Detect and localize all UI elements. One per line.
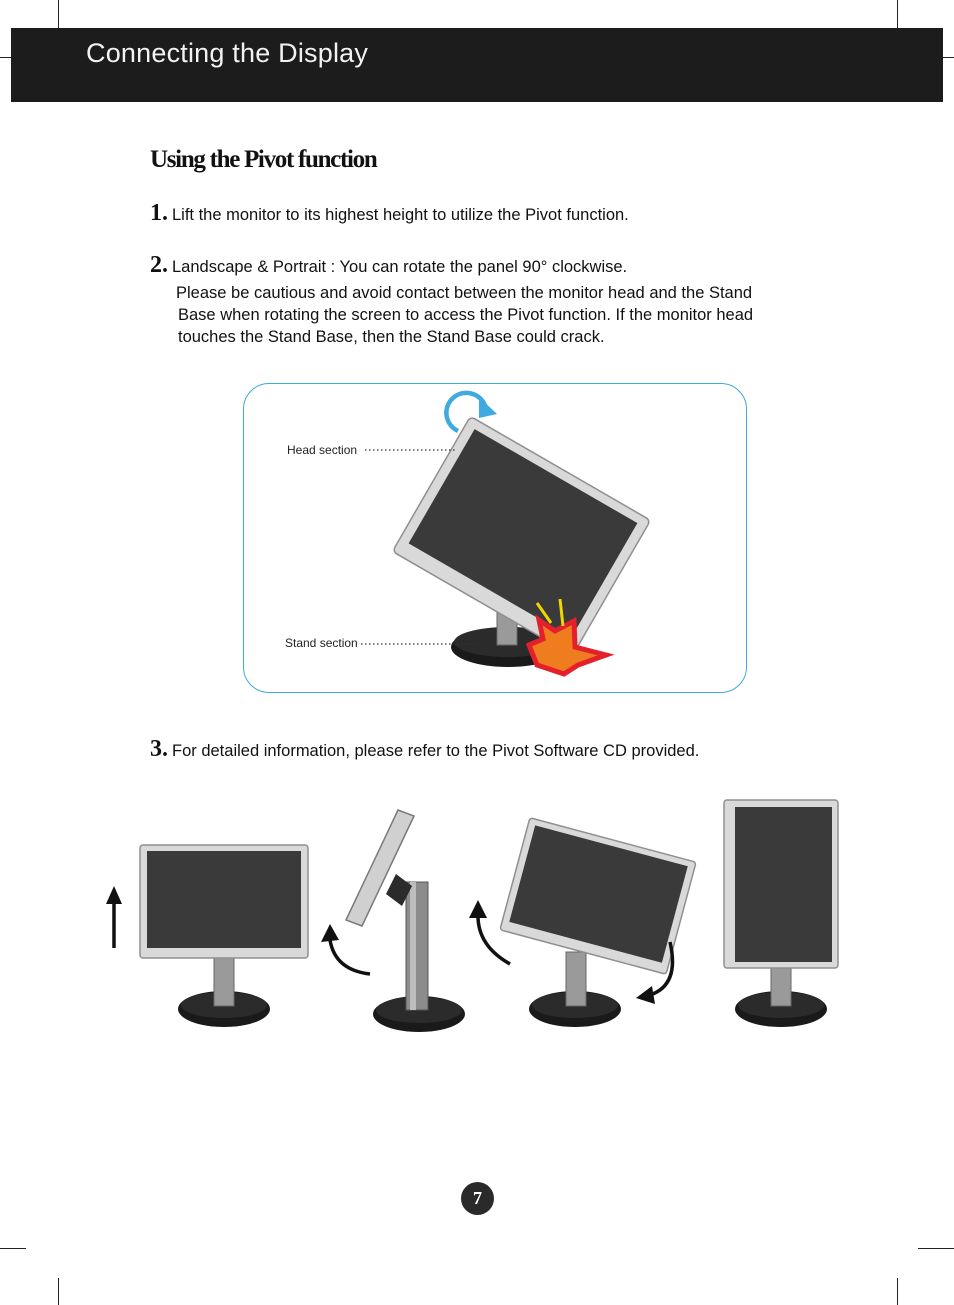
crop-mark	[897, 1278, 898, 1305]
caution-line: touches the Stand Base, then the Stand B…	[178, 328, 605, 346]
rotate-down-arrow-icon	[649, 941, 675, 997]
crop-mark	[943, 57, 954, 58]
caution-line: Base when rotating the screen to access …	[178, 306, 754, 324]
pivot-sequence-illustration	[106, 799, 839, 1032]
impact-mark	[558, 598, 565, 627]
section-title: Using the Pivot function	[150, 146, 378, 173]
step-number: 2.	[150, 252, 168, 278]
crop-mark	[58, 1278, 59, 1305]
header-bar	[11, 28, 943, 102]
page-header-title: Connecting the Display	[86, 38, 369, 68]
step-text: Landscape & Portrait : You can rotate th…	[172, 258, 628, 276]
caution-note: Please be cautious and avoid contact bet…	[176, 282, 836, 348]
impact-mark	[535, 602, 553, 624]
tilt-arrow-icon	[328, 939, 371, 976]
monitor-head	[393, 417, 650, 655]
step-number: 1.	[150, 200, 168, 226]
monitor-tilted	[321, 809, 465, 1032]
monitor-rotating	[469, 817, 697, 1027]
head-section-label: Head section	[287, 443, 358, 457]
crop-mark	[0, 1248, 26, 1249]
rotate-arrowhead	[479, 397, 497, 418]
step-2: 2.Landscape & Portrait : You can rotate …	[150, 252, 627, 279]
stand-section-label: Stand section	[285, 636, 358, 650]
step-text: For detailed information, please refer t…	[172, 742, 700, 760]
crop-mark	[58, 0, 59, 28]
crop-mark	[897, 0, 898, 28]
crack-burst	[525, 614, 615, 677]
rotate-up-arrow-icon	[476, 915, 511, 966]
step-3: 3.For detailed information, please refer…	[150, 736, 699, 763]
step-number: 3.	[150, 736, 168, 762]
step-1: 1.Lift the monitor to its highest height…	[150, 200, 629, 227]
pivot-collision-illustration	[361, 390, 650, 677]
crop-mark	[0, 57, 11, 58]
step-text: Lift the monitor to its highest height t…	[172, 206, 629, 224]
crop-mark	[918, 1248, 954, 1249]
caution-line: Please be cautious and avoid contact bet…	[176, 284, 753, 302]
monitor-landscape	[139, 844, 309, 1027]
page-number: 7	[461, 1182, 494, 1215]
monitor-portrait	[723, 799, 839, 1027]
